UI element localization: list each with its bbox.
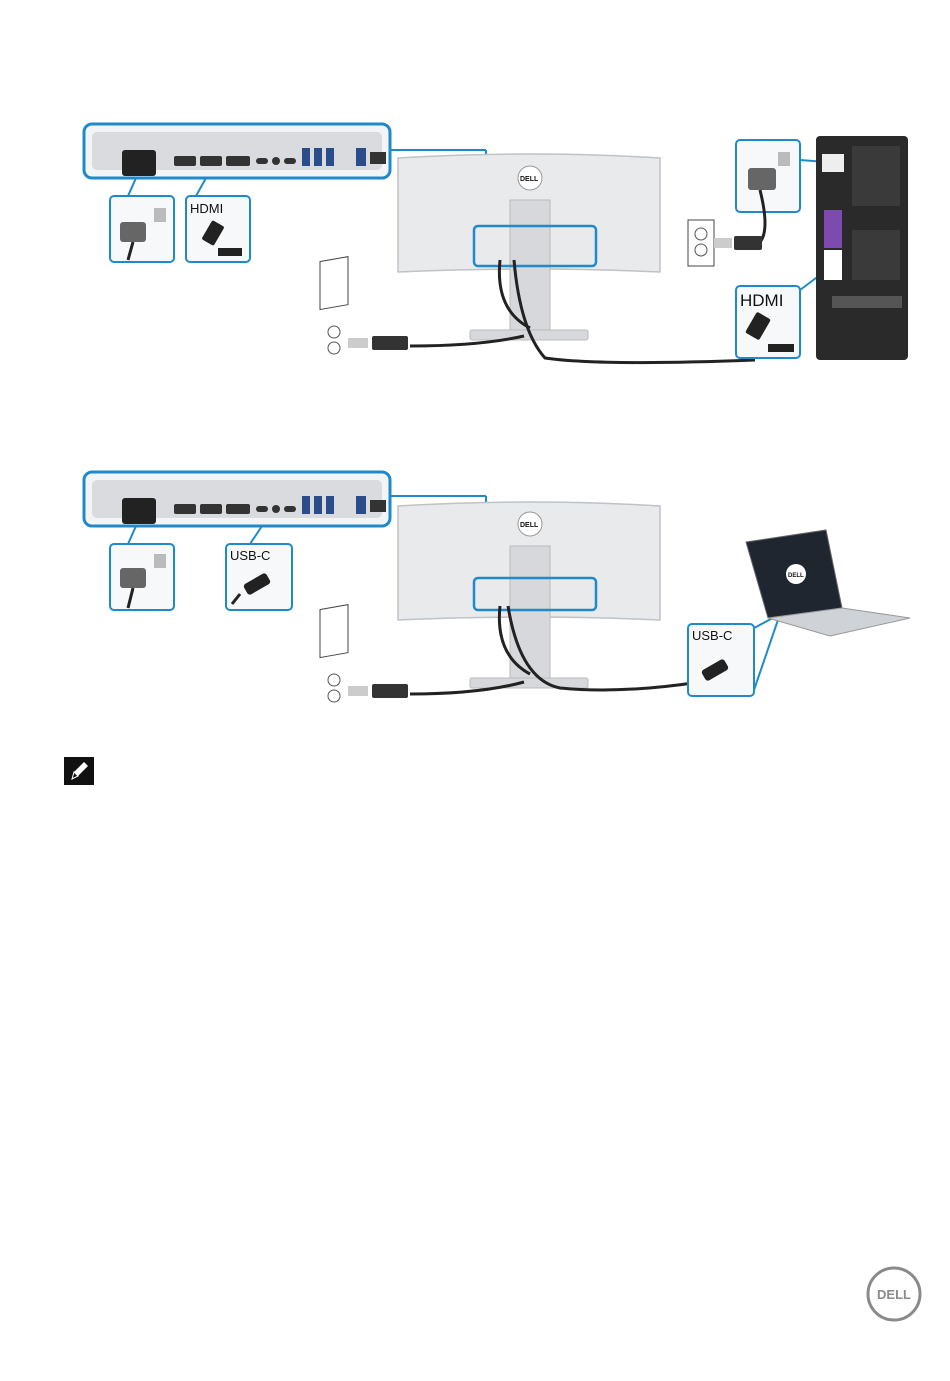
hdmi-connection-diagram: HDMI DELL HDMI [0, 110, 950, 400]
rear-port-panel-callout [84, 124, 390, 178]
laptop-usbc-callout: USB-C [688, 610, 788, 696]
power-port-icon [122, 150, 156, 176]
usbc-cable-callout: USB-C [226, 526, 292, 610]
usbc-connection-diagram: USB-C DELL USB-C DELL [0, 460, 950, 730]
dell-logo-text: DELL [877, 1287, 911, 1302]
usbc-port-icon [256, 506, 268, 512]
power-cable-callout [110, 178, 174, 262]
note-pencil-icon [64, 757, 94, 785]
wall-outlet-icon [320, 257, 348, 354]
hdmi-cable-callout: HDMI [186, 178, 250, 262]
hdmi-label: HDMI [190, 201, 223, 216]
wall-outlet-icon [320, 605, 348, 702]
wall-outlet-icon [688, 220, 714, 266]
desktop-pc-tower [816, 136, 908, 360]
usbc-label: USB-C [692, 628, 732, 643]
pc-power-socket [822, 154, 844, 172]
svg-text:DELL: DELL [788, 573, 804, 579]
monitor-rear-view: DELL [398, 502, 660, 688]
rear-port-panel-callout [84, 472, 390, 526]
hdmi-label: HDMI [740, 291, 783, 310]
power-cable-callout [110, 526, 174, 610]
monitor-rear-view: DELL [398, 154, 660, 340]
svg-text:DELL: DELL [520, 522, 539, 529]
hdmi-port-icon [174, 156, 196, 166]
monitor-logo: DELL [520, 176, 539, 183]
dell-logo: DELL [866, 1266, 922, 1322]
usbc-label: USB-C [230, 548, 270, 563]
pc-power-callout [736, 140, 826, 247]
power-plug-icon [372, 336, 408, 350]
